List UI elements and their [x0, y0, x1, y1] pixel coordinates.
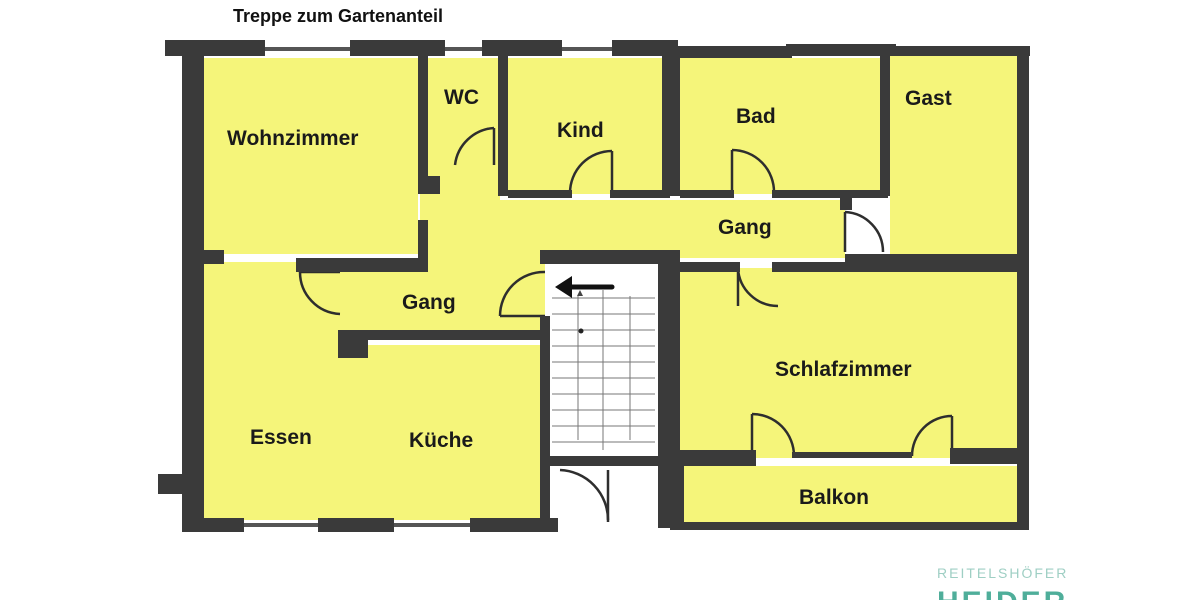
stairwell — [548, 264, 658, 526]
logo-top-text: REITELSHÖFER — [937, 564, 1068, 581]
gast-door — [844, 210, 885, 253]
schlafzimmer-floor — [680, 268, 1017, 458]
stair-marker — [578, 328, 584, 334]
stair-arrow-icon — [555, 276, 615, 298]
balkon-door-right — [910, 414, 953, 457]
stair-door — [498, 270, 546, 317]
bad-door — [731, 148, 776, 194]
label-gang-upper: Gang — [718, 216, 772, 239]
label-kind: Kind — [557, 119, 604, 142]
essen-kueche-floor — [204, 262, 545, 520]
label-kueche: Küche — [409, 429, 473, 452]
label-wohnzimmer: Wohnzimmer — [227, 127, 358, 150]
logo-main-text: HEIDER — [937, 586, 1068, 600]
wohnzimmer-floor — [204, 58, 418, 254]
balkon-floor — [680, 466, 1017, 522]
door-swings — [298, 126, 954, 522]
label-balkon: Balkon — [799, 486, 869, 509]
balkon-door-left — [751, 412, 796, 457]
label-gang-lower: Gang — [402, 291, 456, 314]
room-labels: Wohnzimmer WC Kind Bad Gast Gang Gang Sc… — [227, 86, 952, 509]
label-essen: Essen — [250, 426, 312, 449]
gast-floor — [890, 54, 1020, 262]
wc-floor — [428, 58, 498, 176]
label-wc: WC — [444, 86, 479, 109]
plan-title: Treppe zum Gartenanteil — [233, 6, 443, 26]
wc-door — [453, 126, 495, 166]
room-floors — [204, 54, 1020, 522]
gang-entry-door — [298, 271, 341, 316]
label-schlafzimmer: Schlafzimmer — [775, 358, 912, 381]
stair-steps — [552, 290, 655, 450]
stair-pointer — [577, 290, 583, 296]
label-gast: Gast — [905, 87, 952, 110]
kind-door — [568, 149, 613, 194]
label-bad: Bad — [736, 105, 776, 128]
bad-floor — [680, 58, 880, 194]
walls — [158, 40, 1030, 532]
company-logo: REITELSHÖFER HEIDER — [937, 564, 1068, 600]
kind-floor — [506, 58, 662, 194]
